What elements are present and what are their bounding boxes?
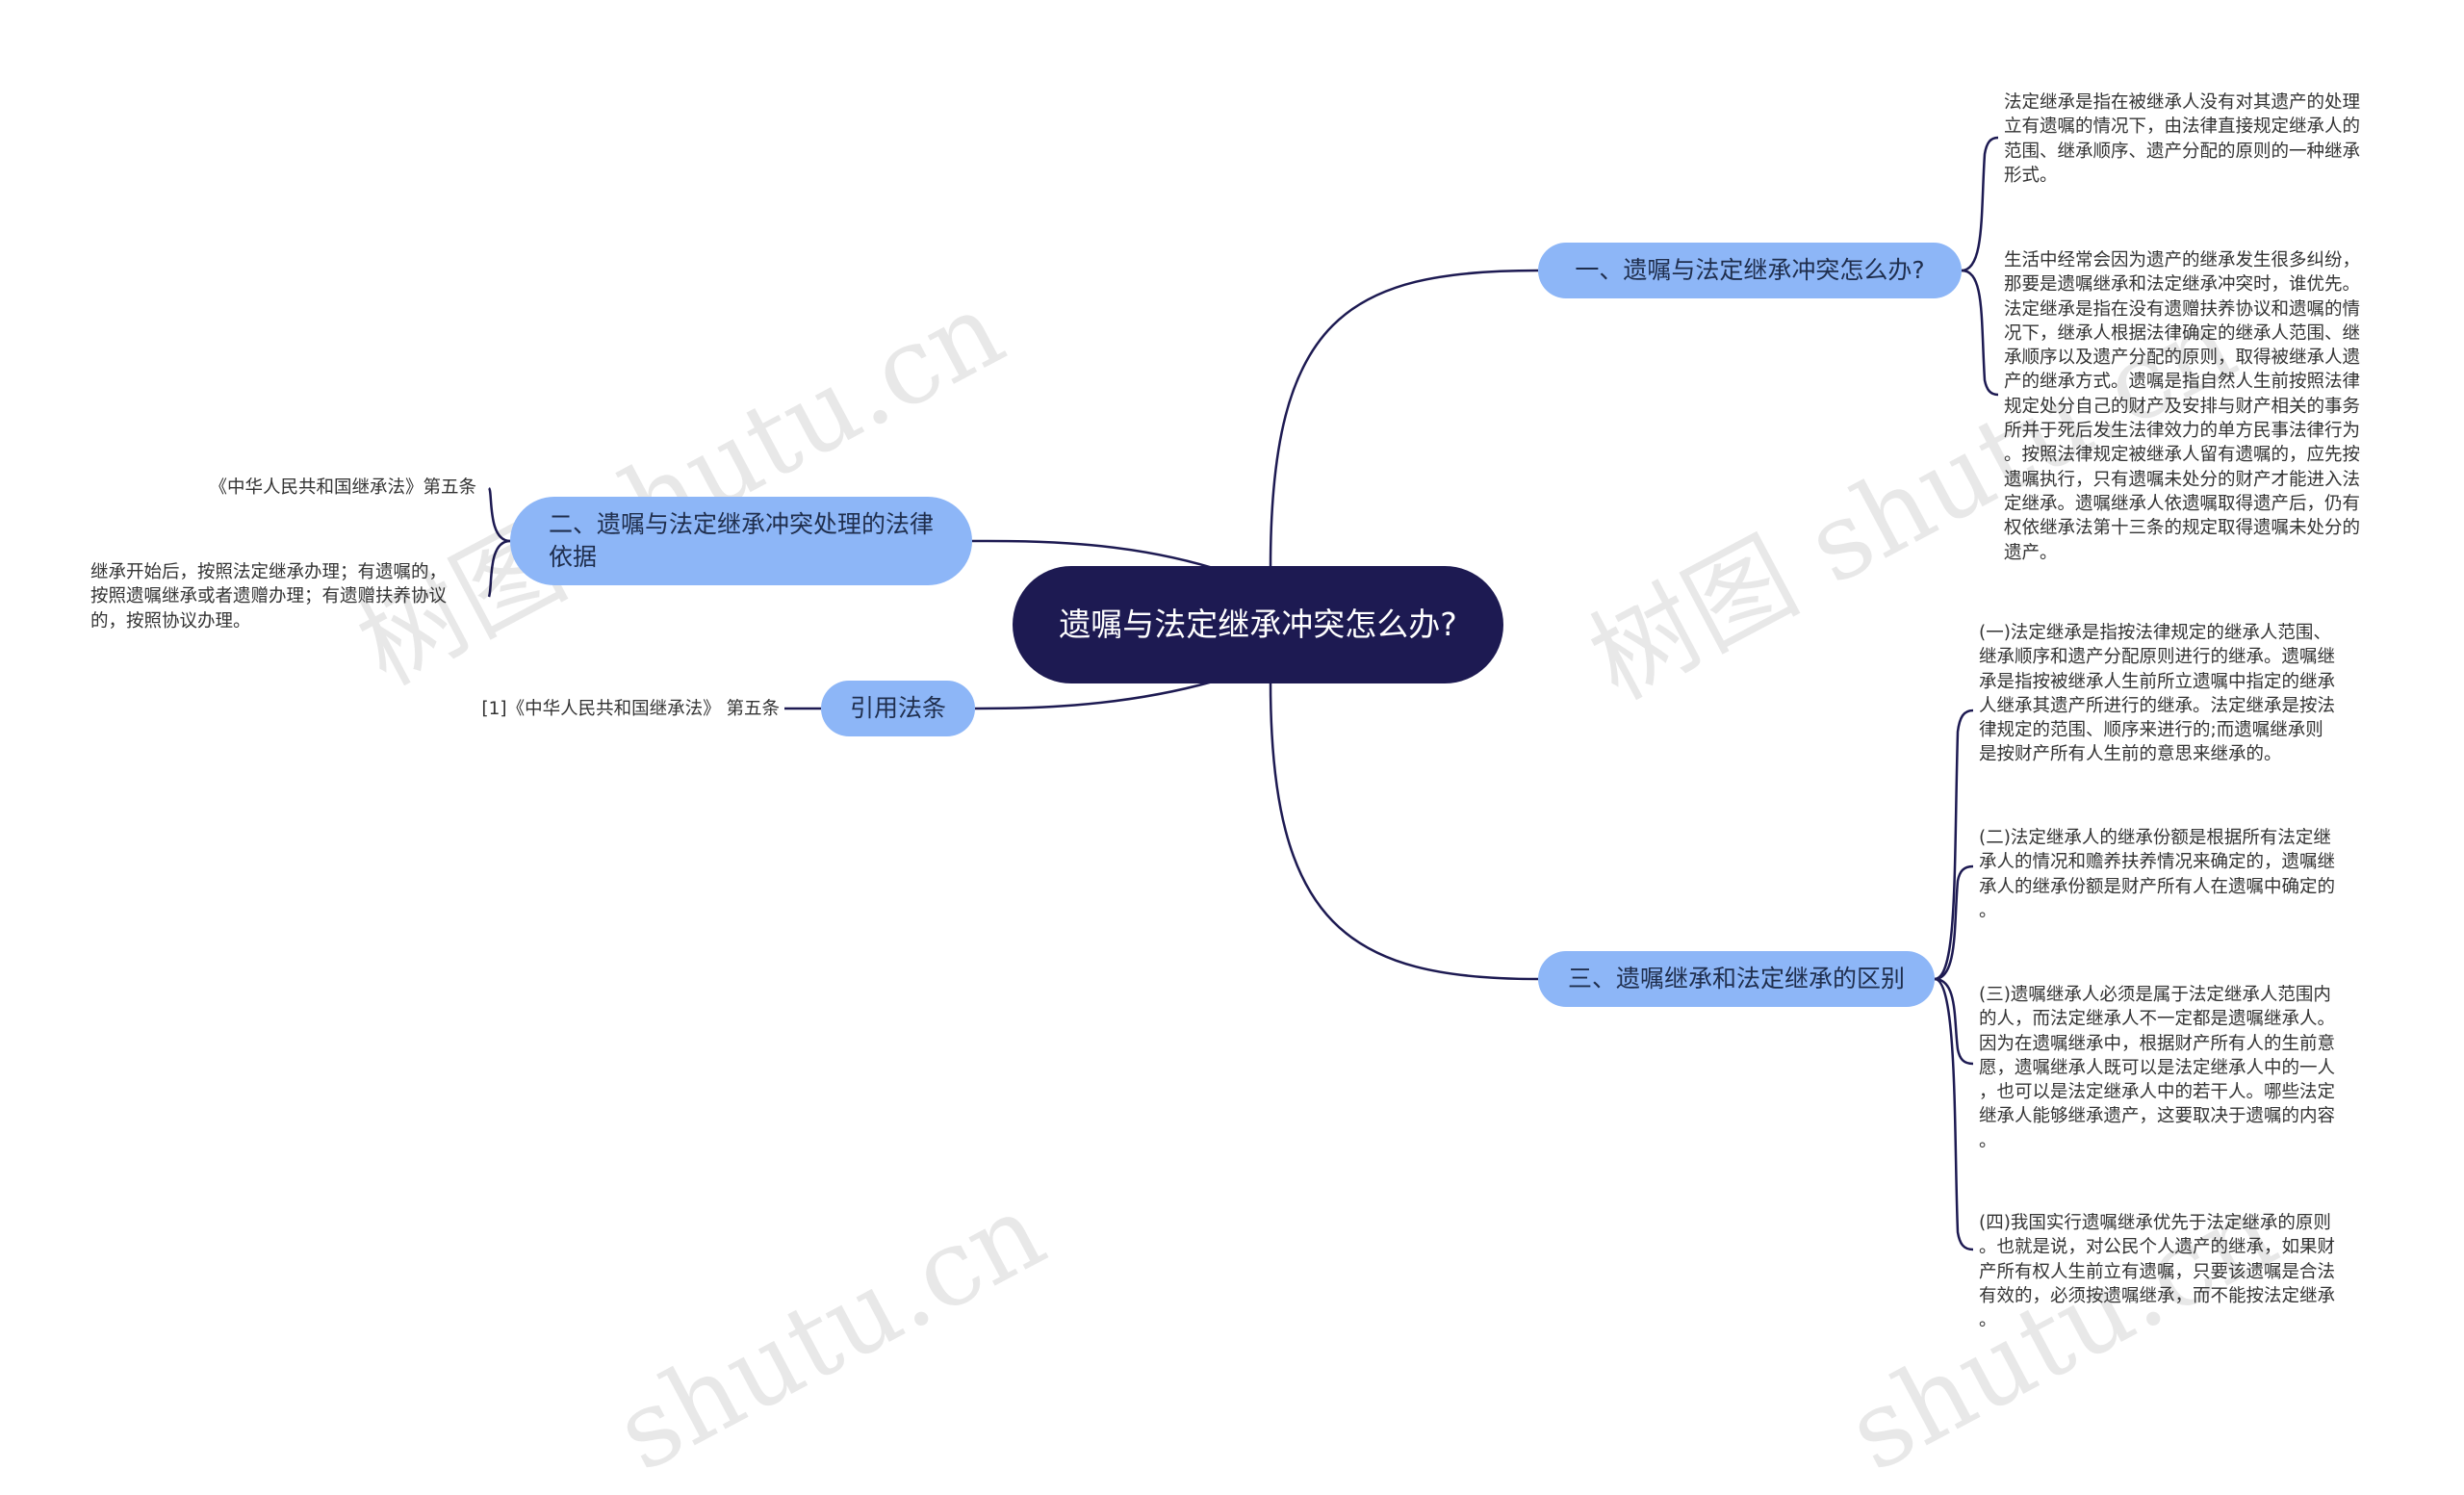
edge-b4-leaf2 — [1934, 864, 1974, 981]
root-topic[interactable]: 遗嘱与法定继承冲突怎么办? — [1013, 566, 1503, 683]
leaf-article-content: 继承开始后，按照法定继承办理；有遗嘱的， 按照遗嘱继承或者遗赠办理；有遗赠扶养协… — [90, 562, 448, 632]
leaf-priority-explanation: 生活中经常会因为遗产的继承发生很多纠纷， 那要是遗嘱继承和法定继承冲突时，谁优先… — [2004, 250, 2361, 563]
edge-b4-leaf1 — [1934, 709, 1974, 981]
root-topic-label: 遗嘱与法定继承冲突怎么办? — [1059, 606, 1457, 643]
edge-b1-leaf1 — [1961, 136, 1999, 272]
leaf-difference-4: (四)我国实行遗嘱继承优先于法定继承的原则 。也就是说，对公民个人遗产的继承，如… — [1979, 1213, 2336, 1331]
branch-differences[interactable]: 三、遗嘱继承和法定继承的区别 — [1538, 951, 1935, 1007]
branch-label: 引用法条 — [850, 694, 947, 722]
edge-root-branch1 — [1269, 269, 1539, 569]
leaf-difference-3: (三)遗嘱继承人必须是属于法定继承人范围内 的人，而法定继承人不一定都是遗嘱继承… — [1979, 985, 2336, 1151]
branch-legal-basis[interactable]: 二、遗嘱与法定继承冲突处理的法律依据 — [510, 497, 972, 585]
leaf-definition: 法定继承是指在被继承人没有对其遗产的处理 立有遗嘱的情况下，由法律直接规定继承人… — [2004, 92, 2361, 186]
edge-root-branch3 — [1269, 681, 1539, 981]
mind-map-canvas: 树图 shutu.cn 树图 shutu.cn shutu.cn shutu.c… — [90, 92, 2361, 1495]
edge-b4-leaf3 — [1934, 977, 1974, 1066]
edge-b2-leaf1 — [487, 487, 511, 543]
edge-root-citation — [974, 680, 1214, 710]
branch-label: 二、遗嘱与法定继承冲突处理的法律依据 — [549, 510, 935, 571]
connector-lines — [487, 136, 1999, 1251]
branch-label: 三、遗嘱继承和法定继承的区别 — [1567, 965, 1905, 992]
edge-b4-leaf4 — [1934, 977, 1974, 1251]
branch-cited-law[interactable]: 引用法条 — [821, 681, 975, 736]
branch-conflict-handling[interactable]: 一、遗嘱与法定继承冲突怎么办? — [1538, 243, 1962, 298]
leaf-citation: [1]《中华人民共和国继承法》 第五条 — [481, 699, 780, 719]
leaf-difference-2: (二)法定继承人的继承份额是根据所有法定继 承人的情况和赡养扶养情况来确定的，遗… — [1979, 828, 2336, 921]
branch-label: 一、遗嘱与法定继承冲突怎么办? — [1575, 256, 1925, 284]
edge-b1-leaf2 — [1961, 269, 1999, 397]
leaf-law-article: 《中华人民共和国继承法》第五条 — [209, 477, 476, 498]
edge-b2-leaf2 — [487, 539, 511, 598]
edge-root-branch2 — [971, 539, 1214, 570]
leaf-difference-1: (一)法定继承是指按法律规定的继承人范围、 继承顺序和遗产分配原则进行的继承。遗… — [1979, 623, 2336, 765]
